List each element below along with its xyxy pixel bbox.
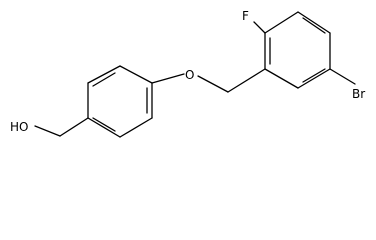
bond-b-double-2 — [302, 17, 326, 34]
bond-ch2-oh — [34, 125, 61, 137]
ether-bonds — [151, 68, 266, 93]
bond-ring-f — [253, 21, 266, 34]
bond-ring-ch2 — [59, 117, 89, 137]
bond-b3 — [297, 11, 331, 34]
hydroxymethyl-bonds — [34, 117, 89, 137]
bond-b2 — [264, 11, 299, 34]
ring-a-bonds — [87, 65, 153, 138]
bond-a-double-2 — [92, 117, 116, 132]
bromine-label: Br — [352, 87, 365, 101]
hydroxyl-label: HO — [10, 120, 28, 134]
fluorine-label: F — [242, 9, 249, 23]
halogen-bonds — [253, 21, 356, 85]
bond-a4 — [87, 117, 121, 138]
ether-oxygen-label: O — [185, 68, 194, 82]
bond-b-double-3 — [302, 68, 326, 83]
bond-b6 — [264, 68, 299, 89]
bond-a1 — [119, 65, 153, 84]
bond-a6 — [87, 65, 121, 84]
bond-ring-br — [329, 68, 356, 85]
bond-ring-o — [151, 73, 185, 84]
bond-o-ch2 — [197, 75, 229, 93]
bond-a-double-3 — [92, 72, 116, 87]
bond-a3 — [119, 117, 153, 138]
molecule-structure: F O Br HO — [10, 9, 365, 138]
ring-b-bonds — [264, 11, 331, 89]
bond-ch2-ringb — [227, 68, 266, 93]
bond-b5 — [297, 68, 331, 89]
